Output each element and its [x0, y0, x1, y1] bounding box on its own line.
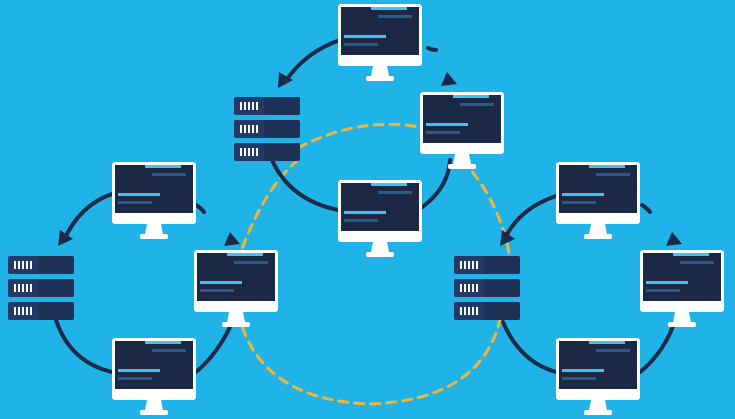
arrow-head-icon	[58, 230, 73, 246]
arrow-head-icon	[666, 232, 682, 246]
monitor-icon	[112, 162, 196, 239]
arrow-head-icon	[500, 230, 515, 246]
dashed-link-top-arc	[296, 122, 427, 150]
dashed-link-bottom-arc	[236, 310, 502, 406]
monitor-icon	[194, 250, 278, 327]
server-rack-icon	[454, 256, 520, 320]
dashed-link-upper-left	[236, 158, 300, 262]
top-cluster-links	[270, 38, 452, 212]
monitor-icon	[338, 180, 422, 257]
dashed-link-upper-right	[460, 158, 512, 260]
monitor-icon	[420, 92, 504, 169]
monitor-icon	[112, 338, 196, 415]
inter-cluster-links	[236, 122, 512, 406]
monitor-icon	[640, 250, 724, 327]
arrow-head-icon	[278, 72, 293, 88]
monitor-icon	[338, 4, 422, 81]
monitor-icon	[556, 162, 640, 239]
arrow-head-icon	[224, 232, 240, 246]
server-rack-icon	[234, 97, 300, 161]
monitor-icon	[556, 338, 640, 415]
arrow-head-icon	[441, 72, 457, 86]
server-rack-icon	[8, 256, 74, 320]
